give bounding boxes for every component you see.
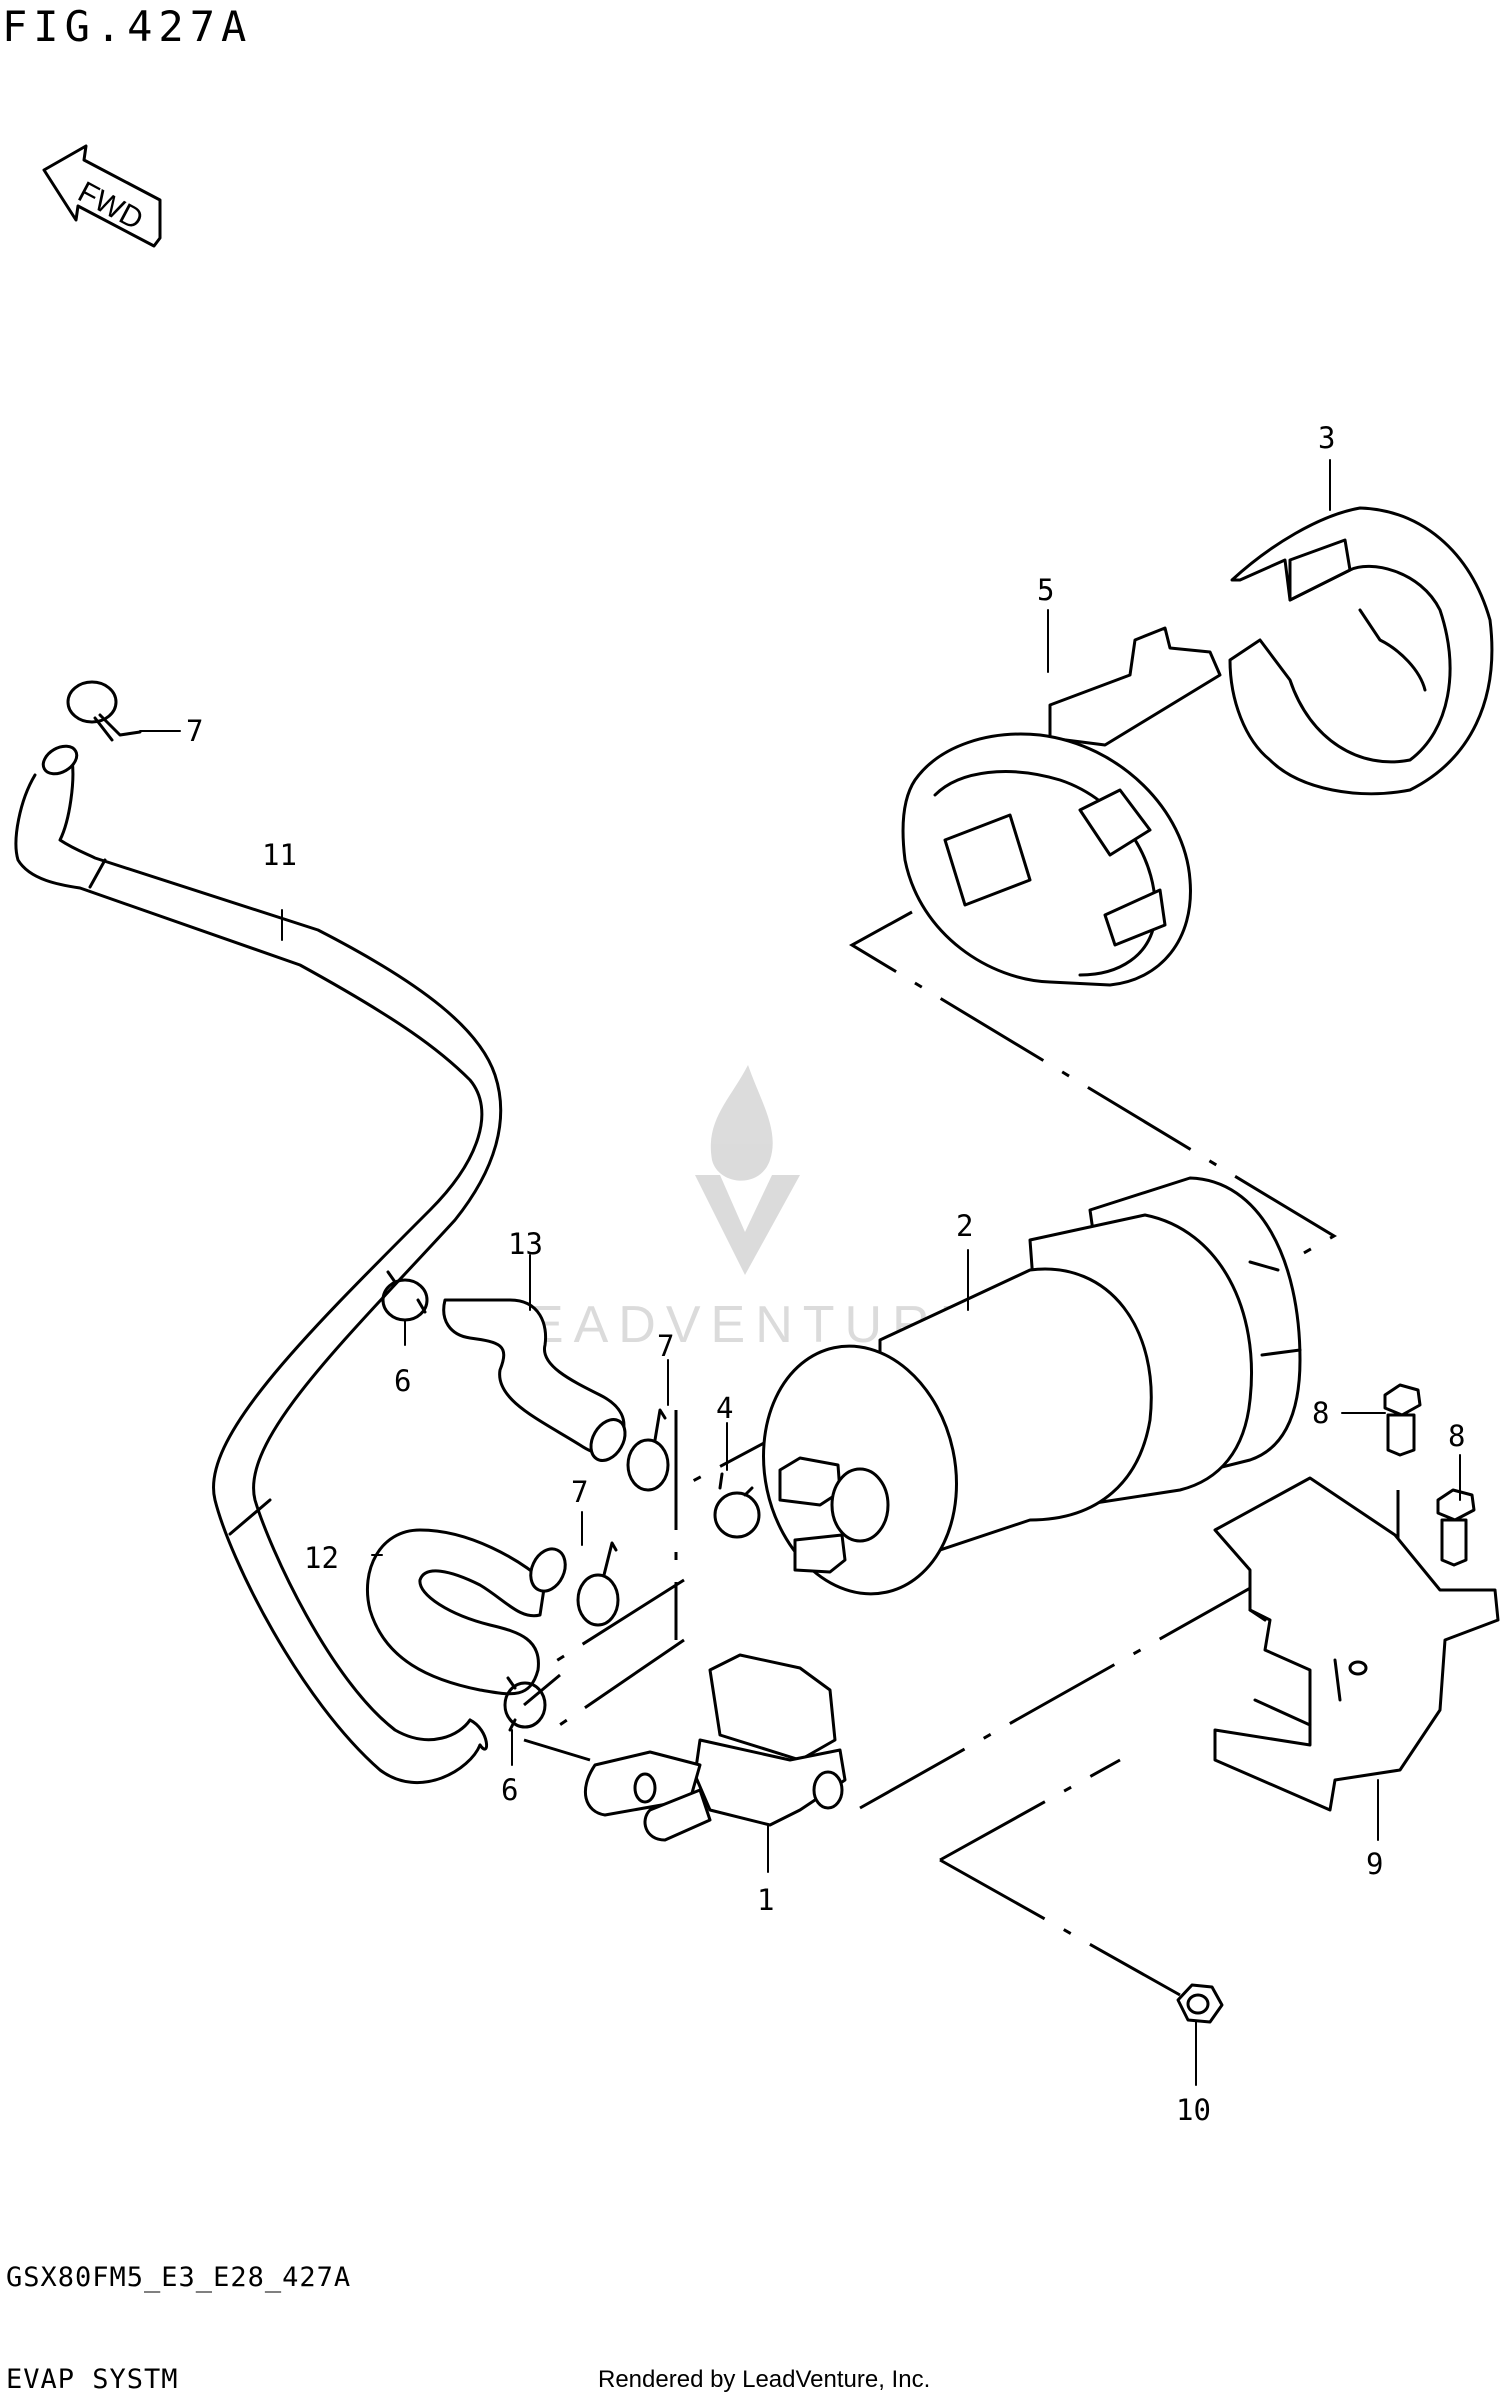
footer-figure-code: GSX80FM5_E3_E28_427A bbox=[6, 2262, 352, 2293]
callout-labels: 3 5 7 11 2 13 6 7 4 8 8 7 12 6 9 1 10 bbox=[186, 421, 1465, 2127]
bracket-9 bbox=[1213, 1476, 1500, 1812]
callout-10: 10 bbox=[1176, 2093, 1211, 2127]
footer-rendered-by: Rendered by LeadVenture, Inc. bbox=[598, 2366, 931, 2393]
footer-section-name: EVAP SYSTM bbox=[6, 2364, 179, 2395]
purge-valve-1 bbox=[584, 1653, 847, 1842]
callout-11: 11 bbox=[262, 838, 297, 872]
cap-3 bbox=[1228, 506, 1494, 796]
hose-11 bbox=[14, 744, 503, 1784]
callout-9: 9 bbox=[1366, 1847, 1383, 1881]
clamp-7-top bbox=[66, 680, 142, 742]
bracket-sleeve-5 bbox=[901, 626, 1222, 987]
leader-lines bbox=[523, 910, 1400, 1997]
callout-6-upper: 6 bbox=[394, 1364, 411, 1398]
figure-title: FIG.427A bbox=[2, 2, 253, 51]
callout-leaders bbox=[139, 459, 1461, 2086]
callout-7-top: 7 bbox=[186, 714, 203, 748]
nut-10 bbox=[1176, 1983, 1224, 2024]
callout-4: 4 bbox=[716, 1391, 733, 1425]
callout-13: 13 bbox=[508, 1227, 543, 1261]
clamp-6-lower bbox=[503, 1676, 547, 1732]
bolt-8a bbox=[1383, 1383, 1422, 1457]
watermark-logo: LEADVENTURE bbox=[490, 1065, 974, 1354]
hose-12 bbox=[365, 1528, 567, 1696]
bolt-8b bbox=[1436, 1488, 1476, 1567]
clamp-4 bbox=[713, 1472, 761, 1539]
callout-7-mid: 7 bbox=[657, 1329, 674, 1363]
clamp-7-lower bbox=[576, 1541, 620, 1627]
callout-2: 2 bbox=[956, 1209, 973, 1243]
clamp-7-mid bbox=[626, 1408, 670, 1492]
callout-8-left: 8 bbox=[1312, 1396, 1329, 1430]
callout-6-lower: 6 bbox=[501, 1773, 518, 1807]
clamp-6-upper bbox=[381, 1270, 429, 1322]
callout-7-lower: 7 bbox=[571, 1475, 588, 1509]
callout-1: 1 bbox=[757, 1883, 774, 1917]
callout-3: 3 bbox=[1318, 421, 1335, 455]
canister-2 bbox=[762, 1176, 1302, 1596]
callout-8-right: 8 bbox=[1448, 1419, 1465, 1453]
callout-12: 12 bbox=[304, 1541, 339, 1575]
callout-5: 5 bbox=[1037, 573, 1054, 607]
hose-13 bbox=[442, 1298, 627, 1462]
fwd-arrow-icon: FWD bbox=[42, 144, 162, 248]
